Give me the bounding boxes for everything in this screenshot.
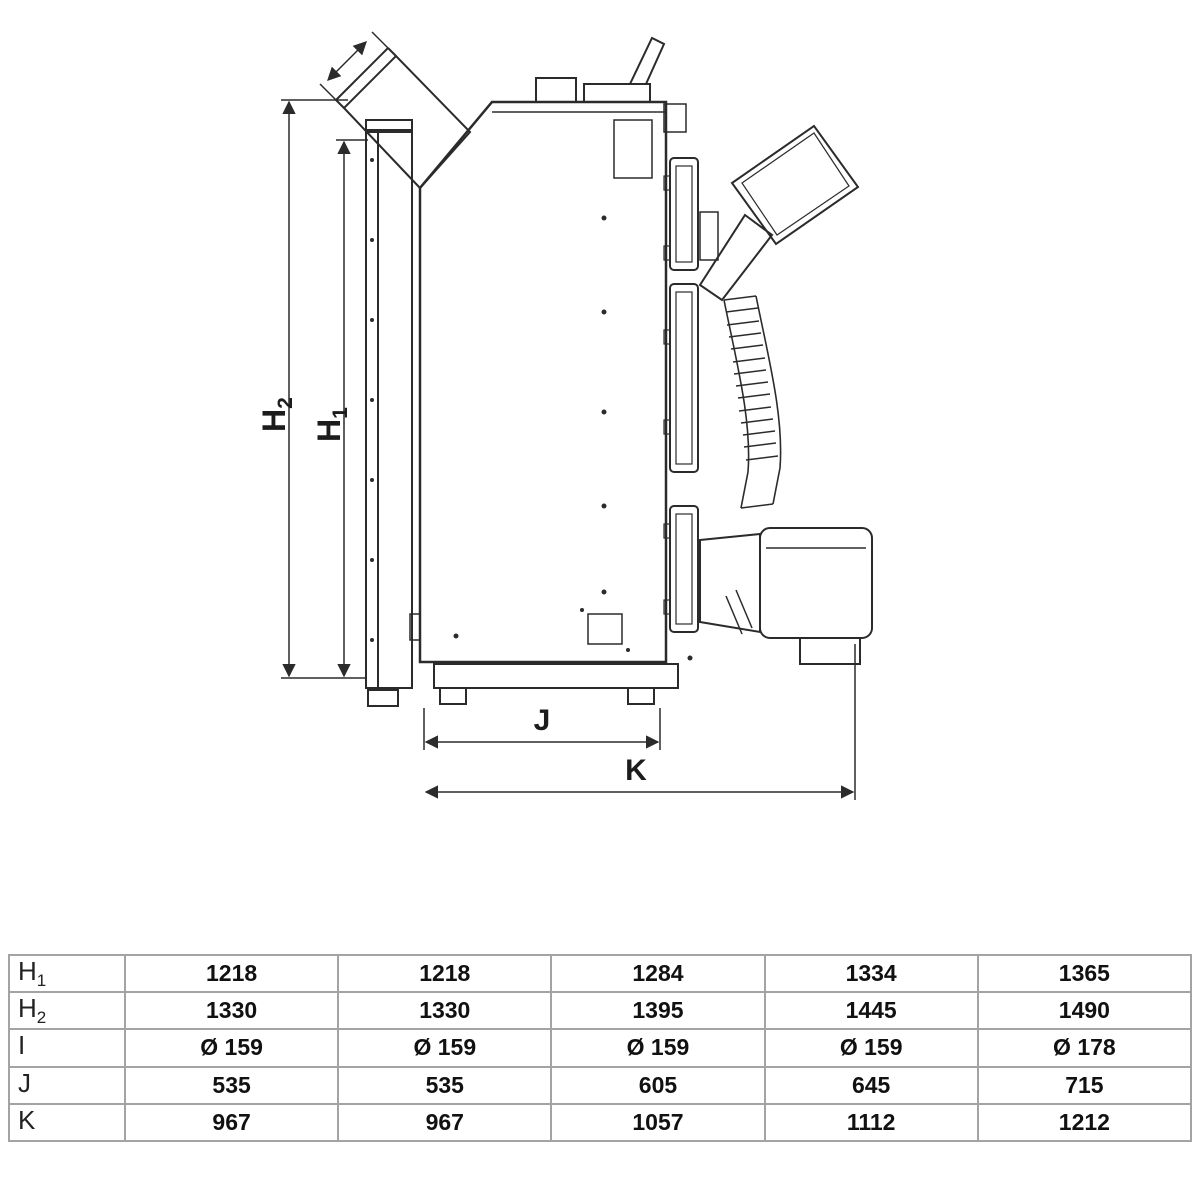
- dimension-value: Ø 159: [550, 1028, 766, 1068]
- dimension-value: 1330: [337, 991, 553, 1031]
- lower-door: [663, 505, 699, 633]
- upper-door: [663, 157, 719, 271]
- row-label-k: K: [8, 1102, 126, 1142]
- dimension-value: 1490: [976, 991, 1193, 1031]
- boiler-technical-drawing: H2 H1 J K: [256, 31, 873, 800]
- row-label-h2: H2: [8, 991, 126, 1031]
- dimension-value: Ø 159: [337, 1028, 553, 1068]
- dimension-value: 1218: [337, 953, 553, 994]
- dimension-value: 645: [763, 1065, 979, 1105]
- dimension-value: Ø 159: [763, 1028, 979, 1068]
- dimension-value: Ø 178: [976, 1028, 1193, 1068]
- dimension-value: 1112: [763, 1102, 979, 1142]
- table-row-k: K 967 967 1057 1112 1212: [8, 1102, 1193, 1142]
- dimension-value: 715: [976, 1065, 1193, 1105]
- boiler-body: [409, 100, 693, 664]
- table-row-j: J 535 535 605 645 715: [8, 1065, 1193, 1105]
- row-label-i: I: [8, 1028, 126, 1068]
- dimension-value: 1218: [123, 953, 340, 994]
- dimension-value: 1334: [763, 953, 979, 994]
- dimension-value: 967: [337, 1102, 553, 1142]
- flue-diameter-dimension: [319, 31, 389, 101]
- row-label-j: J: [8, 1065, 126, 1105]
- dimension-value: 535: [123, 1065, 340, 1105]
- lever-handle: [628, 36, 666, 85]
- dimension-value: 1445: [763, 991, 979, 1031]
- dimension-j: [423, 708, 661, 750]
- middle-door: [663, 283, 699, 473]
- feed-chute: [335, 47, 472, 190]
- feeder-motor-unit: [698, 124, 860, 302]
- dimension-value: 967: [123, 1102, 340, 1142]
- dimension-label-k: K: [625, 754, 647, 787]
- table-row-h2: H2 1330 1330 1395 1445 1490: [8, 991, 1193, 1031]
- dimension-value: 535: [337, 1065, 553, 1105]
- boiler-drawing-area: H2 H1 J K: [256, 31, 873, 800]
- dimension-value: 1057: [550, 1102, 766, 1142]
- dimension-value: 605: [550, 1065, 766, 1105]
- dimension-value: 1365: [976, 953, 1193, 994]
- burner-assembly: [699, 527, 873, 665]
- table-row-h1: H1 1218 1218 1284 1334 1365: [8, 953, 1193, 994]
- dimension-k: [424, 644, 856, 800]
- rear-panel: [365, 119, 413, 707]
- row-label-h1: H1: [8, 953, 126, 994]
- dimensions-table: H1 1218 1218 1284 1334 1365 H2 1330 1330…: [8, 953, 1193, 1142]
- dimension-label-h2: H2: [256, 397, 297, 432]
- dimension-value: Ø 159: [123, 1028, 340, 1068]
- dimension-value: 1395: [550, 991, 766, 1031]
- flue-collar: [535, 36, 687, 133]
- base-frame: [433, 663, 679, 705]
- dimension-value: 1212: [976, 1102, 1193, 1142]
- dimension-h2: [281, 99, 366, 679]
- dimension-label-j: J: [534, 704, 551, 737]
- dimension-label-h1: H1: [311, 407, 352, 442]
- dimension-h1: [336, 139, 368, 678]
- dimension-value: 1284: [550, 953, 766, 994]
- table-row-i: I Ø 159 Ø 159 Ø 159 Ø 159 Ø 178: [8, 1028, 1193, 1068]
- flex-hose: [723, 295, 782, 509]
- dimension-value: 1330: [123, 991, 340, 1031]
